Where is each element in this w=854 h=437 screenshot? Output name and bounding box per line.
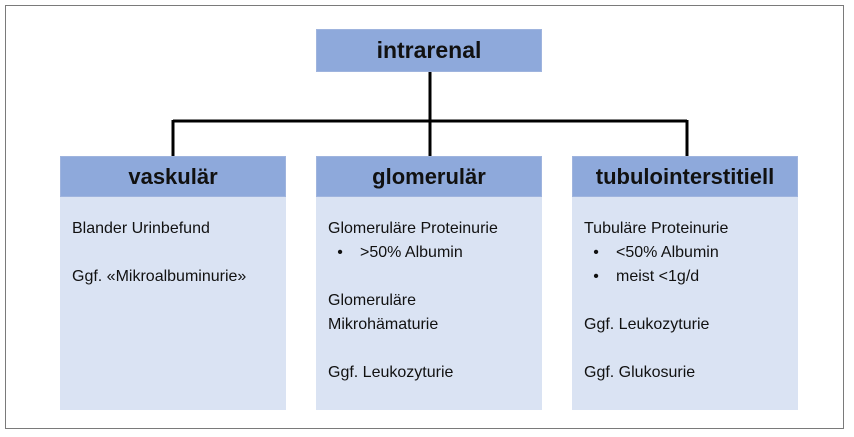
body-text-line: Ggf. «Mikroalbuminurie» (72, 268, 247, 285)
bullet-icon: • (593, 268, 599, 285)
column-header: vaskulär (60, 156, 286, 197)
body-text-line: Tubuläre Proteinurie (584, 220, 729, 237)
column-tubulointerstitiell: tubulointerstitiell Tubuläre Proteinurie… (572, 156, 798, 410)
bullet-item: • <50% Albumin (584, 241, 788, 265)
body-text-line: Glomeruläre (328, 292, 417, 309)
column-header: tubulointerstitiell (572, 156, 798, 197)
body-text-line: Glomeruläre Proteinurie (328, 220, 498, 237)
column-glomerular: glomerulär Glomeruläre Proteinurie • >50% … (316, 156, 542, 410)
body-text-line: Ggf. Glukosurie (584, 364, 696, 381)
body-text-line: Mikrohämaturie (328, 316, 439, 333)
line-spacer (328, 337, 532, 361)
bullet-item: • >50% Albumin (328, 241, 532, 265)
line-spacer (328, 265, 532, 289)
line-spacer (584, 337, 788, 361)
line-spacer (72, 241, 276, 265)
root-node-intrarenal: intrarenal (316, 29, 542, 72)
bullet-text: meist <1g/d (616, 268, 700, 285)
body-text-line: Ggf. Leukozyturie (584, 316, 710, 333)
bullet-item: • meist <1g/d (584, 265, 788, 289)
bullet-icon: • (337, 244, 343, 261)
column-header: glomerulär (316, 156, 542, 197)
column-body: Tubuläre Proteinurie • <50% Albumin • meist … (572, 197, 798, 410)
body-text-line: Ggf. Leukozyturie (328, 364, 454, 381)
diagram-frame (5, 5, 844, 429)
bullet-icon: • (593, 244, 599, 261)
line-spacer (584, 289, 788, 313)
body-text-line: Blander Urinbefund (72, 220, 210, 237)
bullet-text: <50% Albumin (616, 244, 719, 261)
bullet-text: >50% Albumin (360, 244, 463, 261)
